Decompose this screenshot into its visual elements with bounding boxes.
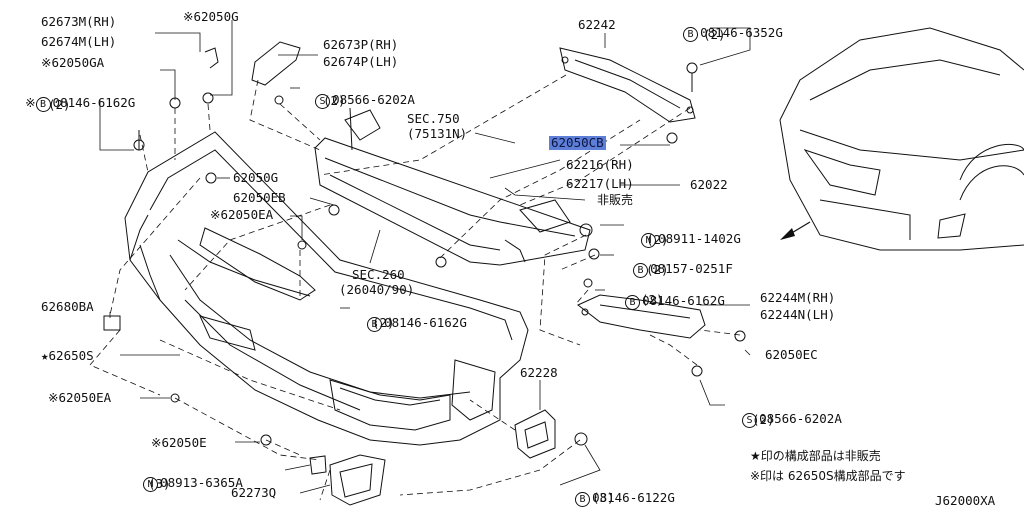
label-62673p: 62673P(RH): [323, 37, 399, 52]
qty-08566-6202a-right: (2): [752, 412, 775, 427]
qty-08146-6162g-left: (2): [48, 97, 71, 112]
part-number: 08566-6202A: [759, 411, 842, 426]
bolt-mark-icon: B: [633, 263, 649, 278]
label-sec-260: SEC.260: [352, 267, 405, 282]
label-62680ba: 62680BA: [41, 299, 94, 314]
part-number: 08911-1402G: [658, 231, 741, 246]
nut-mark-icon: N: [641, 233, 657, 248]
label-62216: 62216(RH): [566, 157, 634, 172]
side-bracket-62244: [577, 294, 706, 339]
label-62050ea-mid: ※62050EA: [210, 207, 274, 222]
note-component-of: ※印は 62650S構成部品です: [750, 469, 906, 483]
label-not-for-sale: 非販売: [597, 193, 634, 207]
label-62050g-top: ※62050G: [183, 9, 239, 24]
label-62050g-mid: 62050G: [233, 170, 279, 185]
reinforcement-62022: [314, 107, 591, 266]
label-26040-90: (26040/90): [339, 282, 415, 297]
car-front-illustration: [779, 27, 1024, 251]
part-number: 08146-6122G: [592, 490, 675, 505]
label-75131n: (75131N): [407, 126, 468, 141]
upper-rail-62242: [559, 47, 696, 123]
label-62650s: ★62650S: [41, 348, 94, 363]
bumper-cover-62650s: [124, 131, 529, 446]
qty-08146-6162g-right: (2): [641, 292, 664, 307]
dashed-guide-lines: [89, 74, 741, 501]
label-62050cb-highlighted[interactable]: 62050CB: [549, 135, 606, 150]
note-not-sold: ★印の構成部品は非販売: [750, 449, 881, 463]
part-number: 08146-6162G: [384, 315, 467, 330]
qty-08913-6365a: (3): [148, 476, 171, 491]
label-sec-750: SEC.750: [407, 111, 460, 126]
bolt-mark-icon: B: [683, 27, 699, 42]
bolt-mark-icon: B: [575, 492, 591, 507]
bracket-62673m: [204, 47, 219, 69]
leader-lines: [99, 20, 751, 494]
label-62244m: 62244M(RH): [760, 290, 836, 305]
diagram-code: J62000XA: [935, 493, 996, 508]
label-62050ec: 62050EC: [765, 347, 818, 362]
lower-bracket-62228: [514, 409, 556, 459]
label-62228: 62228: [520, 365, 558, 380]
screw-mark-icon: S: [315, 94, 331, 109]
part-number: 08566-6202A: [332, 92, 415, 107]
label-62674p: 62674P(LH): [323, 54, 399, 69]
bolt-mark-icon: B: [35, 97, 51, 112]
label-62050ga: ※62050GA: [41, 55, 105, 70]
bolt-mark-icon: B: [367, 317, 383, 332]
label-62673m: 62673M(RH): [41, 14, 117, 29]
qty-08146-6122g: (3): [592, 490, 615, 505]
bracket-62673p: [251, 41, 301, 86]
label-62273q: 62273Q: [231, 485, 277, 500]
kome-mark: ※: [25, 95, 36, 110]
nut-mark-icon: N: [143, 477, 159, 492]
label-62050ea-left: ※62050EA: [48, 390, 112, 405]
qty-08566-6202a-top: (2): [323, 93, 346, 108]
bolt-mark-icon: B: [625, 295, 641, 310]
part-number: 08146-6162G: [642, 293, 725, 308]
label-62050e: ※62050E: [151, 435, 207, 450]
lower-bracket-62273q: [309, 454, 386, 506]
part-number: 08913-6365A: [160, 475, 243, 490]
part-number: 08157-0251F: [650, 261, 733, 276]
screw-mark-icon: S: [742, 413, 758, 428]
qty-08146-6352g: (2): [703, 27, 726, 42]
qty-08157-0251f: (2): [646, 262, 669, 277]
qty-08146-6162g-mid: (2): [372, 315, 395, 330]
label-62674m: 62674M(LH): [41, 34, 117, 49]
qty-08911-1402g: (2): [646, 232, 669, 247]
part-number: 08146-6352G: [700, 25, 783, 40]
label-62242: 62242: [578, 17, 616, 32]
label-62022: 62022: [690, 177, 728, 192]
part-number: 08146-6162G: [52, 95, 136, 110]
label-62244n: 62244N(LH): [760, 307, 836, 322]
label-62050eb: 62050EB: [233, 190, 286, 205]
label-62217: 62217(LH): [566, 176, 634, 191]
